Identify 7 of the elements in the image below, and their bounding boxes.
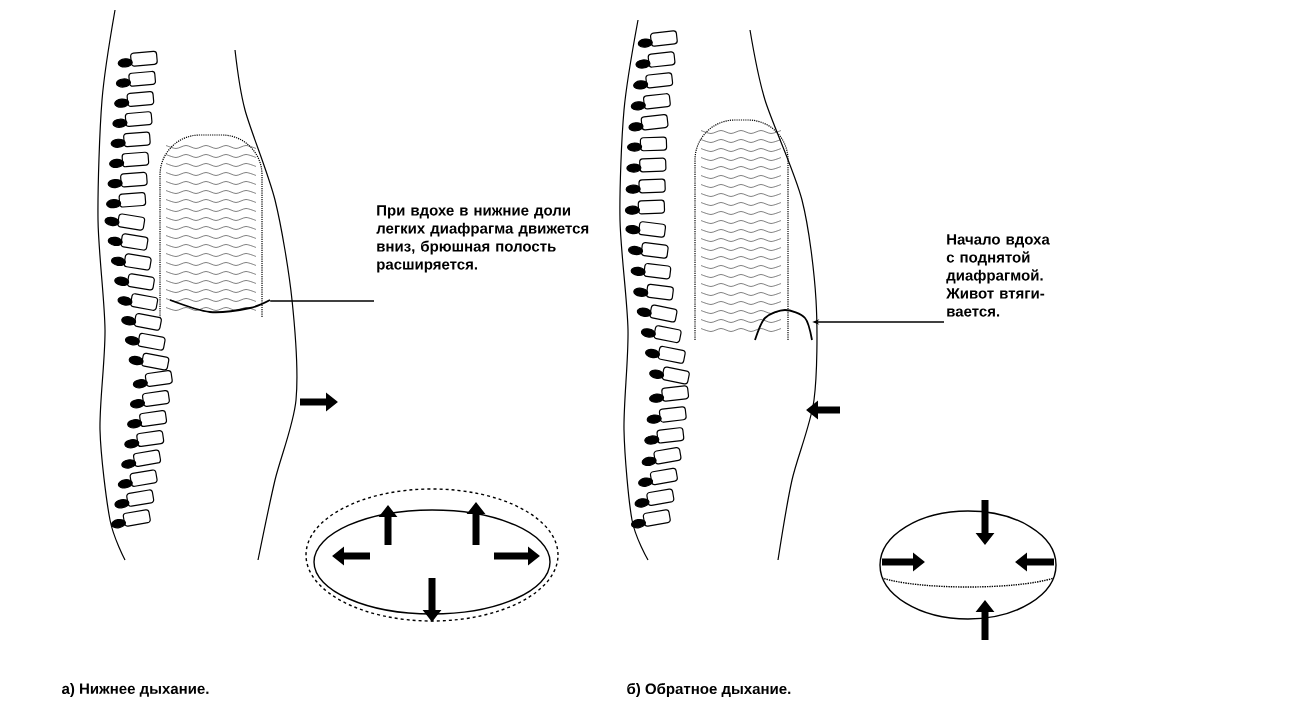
diaphragm-curve bbox=[754, 309, 813, 341]
annotation-text: Начало вдоха с поднятой диафрагмой. Живот втяги-вается. bbox=[946, 234, 1050, 317]
diaphragm-curve bbox=[169, 299, 271, 314]
annotation-text: При вдохе в нижние доли легких диафрагма движется вниз, брюшная полость расширяется. bbox=[376, 205, 589, 273]
caption-text: а) Нижнее дыхание. bbox=[62, 683, 209, 697]
leader-line bbox=[269, 300, 375, 302]
caption-text: б) Обратное дыхание. bbox=[627, 682, 791, 698]
